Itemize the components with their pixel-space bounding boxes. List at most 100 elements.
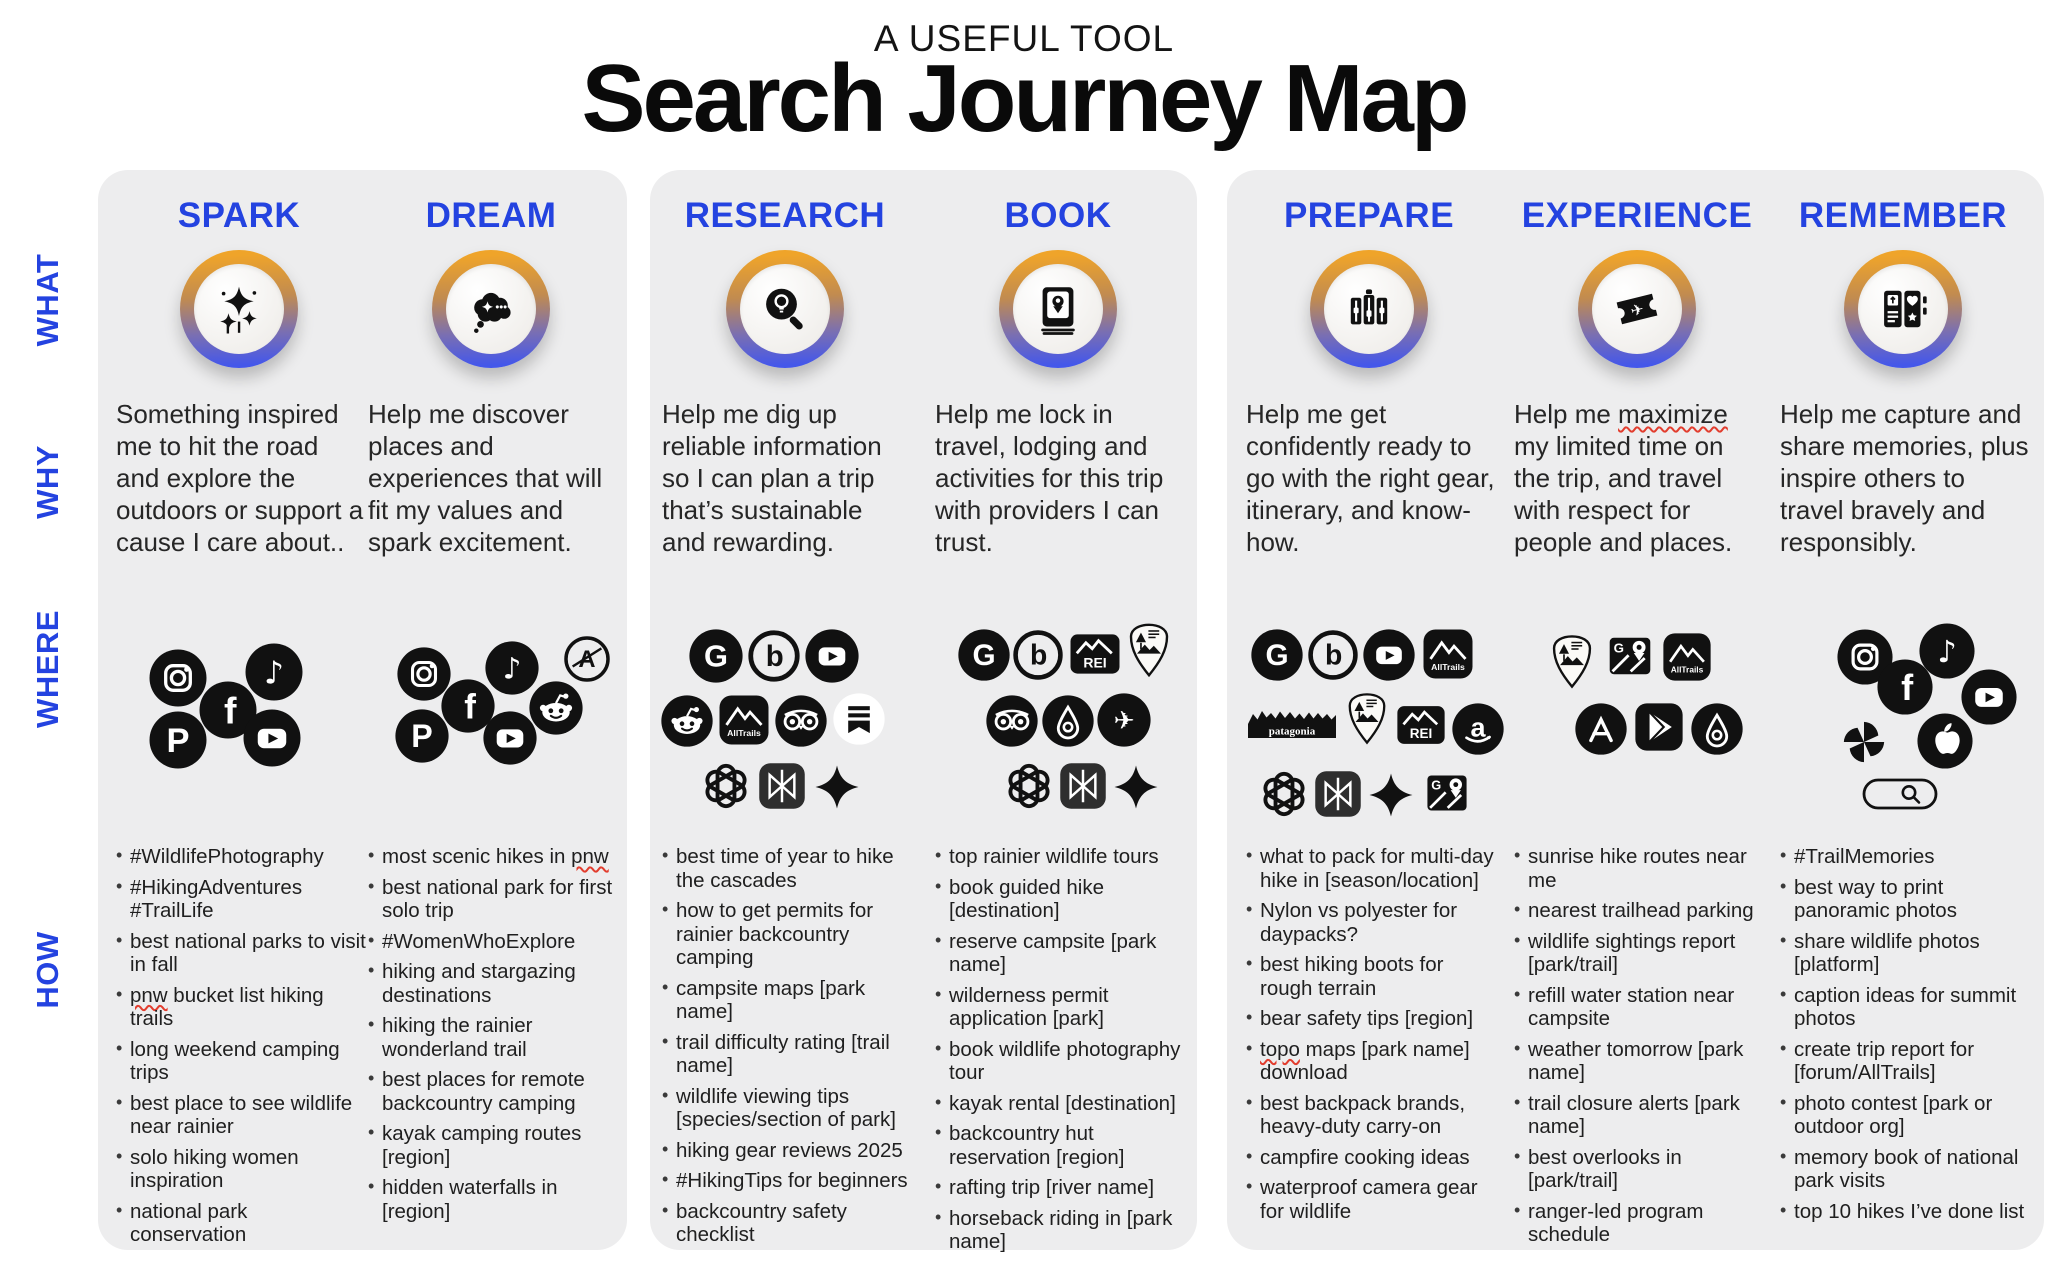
page-title: Search Journey Map: [581, 45, 1470, 152]
column-spark: SPARK Something inspired me to hit the r…: [114, 170, 366, 1250]
how-item: refill water station near campsite: [1514, 983, 1766, 1031]
patagonia-icon: [1244, 704, 1340, 744]
perplexity-icon: [1057, 760, 1109, 812]
how-item: bear safety tips [region]: [1246, 1006, 1498, 1031]
how-item: best hiking boots for rough terrain: [1246, 952, 1498, 1000]
column-experience: EXPERIENCE Help me maximize my limited t…: [1512, 170, 1762, 1250]
youtube-icon: [804, 628, 860, 684]
flights-icon: [1096, 692, 1152, 748]
why-text: Help me lock in travel, lodging and acti…: [935, 399, 1164, 557]
why-text: Help me dig up reliable information so I…: [662, 399, 882, 557]
how-item: book guided hike [destination]: [935, 875, 1187, 923]
where-cluster: [933, 622, 1183, 837]
apple-icon: [1916, 712, 1974, 770]
reddit-icon: [660, 694, 714, 748]
pinwheel-icon: [1838, 716, 1890, 768]
where-cluster: [660, 622, 910, 837]
youtube-icon: [242, 708, 302, 768]
column-book: BOOK Help me lock in travel, lodging and…: [933, 170, 1183, 1253]
how-item: top rainier wildlife tours: [935, 844, 1187, 869]
how-list: most scenic hikes in pnwbest national pa…: [368, 844, 620, 1230]
alltrails-icon: [716, 692, 772, 748]
how-item: hiking gear reviews 2025: [662, 1138, 914, 1163]
alltrails-icon: [1660, 630, 1714, 684]
how-item: #WomenWhoExplore: [368, 929, 620, 954]
why-text: Help me discover places and experiences …: [368, 399, 603, 557]
how-list: top rainier wildlife tours book guided hi…: [935, 844, 1187, 1261]
app-store-icon: [1574, 702, 1628, 756]
how-item: backcountry hut reservation [region]: [935, 1121, 1187, 1169]
atlas-obscura-icon: [562, 634, 612, 684]
column-dream: DREAM Help me discover places and experi…: [366, 170, 616, 1250]
book-pin-icon: [1030, 281, 1086, 337]
how-item: best backpack brands, heavy-duty carry-o…: [1246, 1091, 1498, 1139]
how-item: hiking the rainier wonderland trail: [368, 1013, 620, 1061]
row-label-what: WHAT: [30, 253, 65, 347]
how-item: most scenic hikes in pnw: [368, 844, 620, 869]
tripadvisor-icon: [774, 694, 828, 748]
column-remember: REMEMBER Help me capture and share memor…: [1778, 170, 2029, 1250]
perplexity-icon: [1312, 768, 1364, 820]
why-text: Help me maximize my limited time on the …: [1514, 399, 1733, 557]
row-label-why: WHY: [30, 445, 65, 519]
how-item: reserve campsite [park name]: [935, 929, 1187, 977]
how-item: memory book of national park visits: [1780, 1145, 2032, 1193]
how-item: best national parks to visit in fall: [116, 929, 368, 977]
amazon-icon: [1451, 702, 1505, 756]
stage-icon-wrap: [740, 264, 830, 354]
how-item: #HikingTips for beginners: [662, 1168, 914, 1193]
how-item: how to get permits for rainier backcount…: [662, 898, 914, 970]
how-item: best places for remote backcountry campi…: [368, 1067, 620, 1115]
how-item: waterproof camera gear for wildlife: [1246, 1175, 1498, 1223]
where-cluster: [1778, 622, 2028, 837]
perplexity-icon: [756, 760, 808, 812]
why-text: Help me capture and share memories, plus…: [1780, 399, 2029, 557]
substack-icon: [832, 692, 886, 746]
how-item: solo hiking women inspiration: [116, 1145, 368, 1193]
airbnb-icon: [1690, 702, 1744, 756]
subtitle: A USEFUL TOOL: [873, 18, 1175, 59]
google-play-icon: [1632, 700, 1686, 754]
stage-badge: [1844, 250, 1962, 368]
how-item: best place to see wildlife near rainier: [116, 1091, 368, 1139]
stage-icon-wrap: [446, 264, 536, 354]
gemini-icon: [1366, 770, 1416, 820]
how-list: #TrailMemoriesbest way to print panorami…: [1780, 844, 2032, 1230]
stage-label: DREAM: [425, 196, 557, 235]
where-cluster: [366, 622, 616, 837]
how-item: nearest trailhead parking: [1514, 898, 1766, 923]
stage-label: EXPERIENCE: [1521, 196, 1753, 235]
stage-icon-wrap: [1858, 264, 1948, 354]
how-item: share wildlife photos [platform]: [1780, 929, 2032, 977]
how-item: book wildlife photography tour: [935, 1037, 1187, 1085]
stage-badge: [1578, 250, 1696, 368]
google-icon: [688, 628, 744, 684]
google-maps-icon: [1602, 628, 1658, 684]
how-item: weather tomorrow [park name]: [1514, 1037, 1766, 1085]
how-list: what to pack for multi-day hike in [seas…: [1246, 844, 1498, 1230]
youtube-icon: [1362, 628, 1416, 682]
how-item: wildlife viewing tips [species/section o…: [662, 1084, 914, 1132]
how-item: pnw bucket list hiking trails: [116, 983, 368, 1031]
national-park-service-icon: [1125, 622, 1173, 678]
how-item: hiking and stargazing destinations: [368, 959, 620, 1007]
bing-icon: [1011, 628, 1065, 682]
photo-journal-icon: [1875, 281, 1931, 337]
how-item: rafting trip [river name]: [935, 1175, 1187, 1200]
rei-icon: [1067, 626, 1123, 682]
how-item: best overlooks in [park/trail]: [1514, 1145, 1766, 1193]
where-cluster: [114, 622, 364, 837]
how-item: sunrise hike routes near me: [1514, 844, 1766, 892]
how-item: best way to print panoramic photos: [1780, 875, 2032, 923]
how-item: topo maps [park name] download: [1246, 1037, 1498, 1085]
stage-label: RESEARCH: [684, 196, 886, 235]
gemini-icon: [812, 762, 862, 812]
alltrails-icon: [1420, 626, 1476, 682]
why-text: Help me get confidently ready to go with…: [1246, 399, 1495, 557]
national-park-service-icon: [1548, 634, 1596, 689]
gemini-icon: [1111, 762, 1161, 812]
how-item: backcountry safety checklist: [662, 1199, 914, 1247]
how-item: what to pack for multi-day hike in [seas…: [1246, 844, 1498, 892]
how-item: kayak camping routes [region]: [368, 1121, 620, 1169]
national-park-service-icon: [1344, 692, 1390, 745]
